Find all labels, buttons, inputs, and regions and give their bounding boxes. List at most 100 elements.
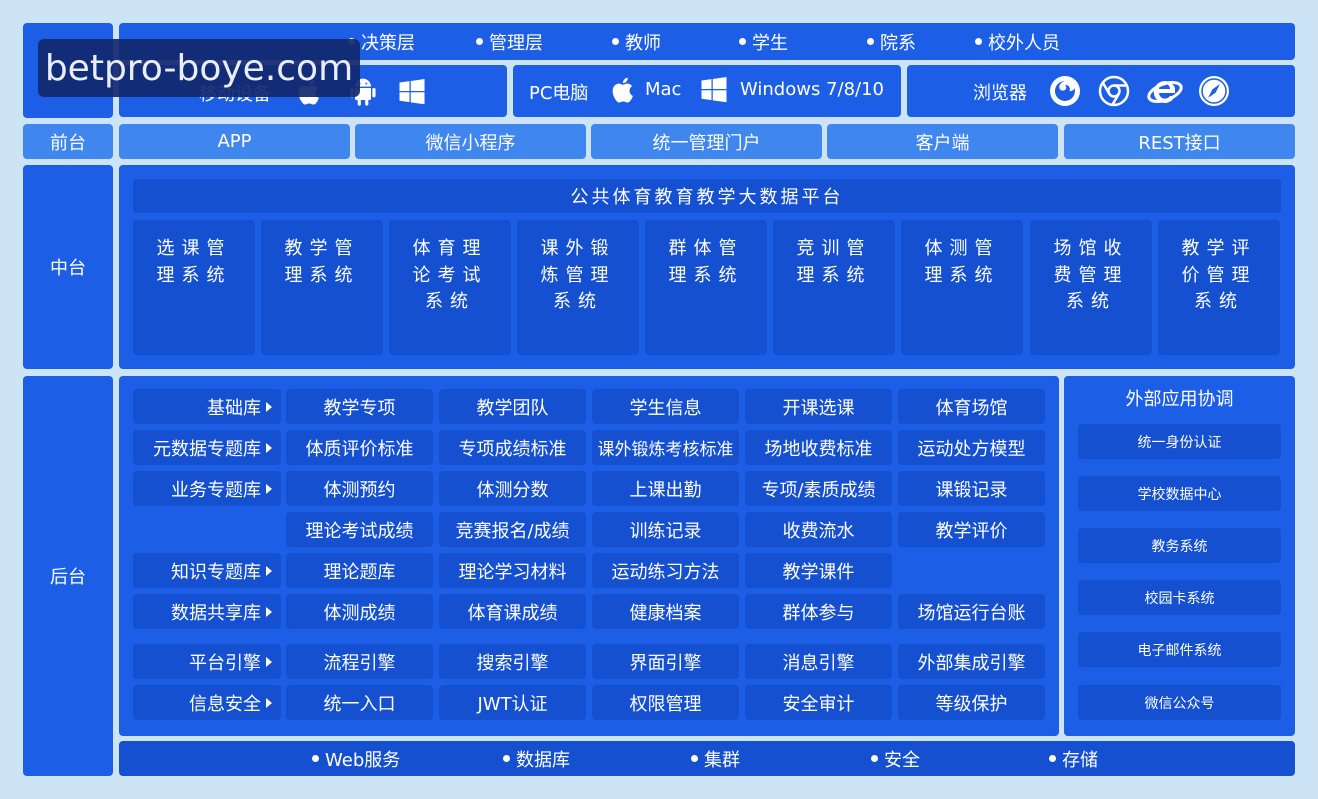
- data-cell[interactable]: 安全审计: [745, 685, 892, 720]
- watermark: betpro-boye.com: [38, 39, 360, 97]
- data-cell[interactable]: 收费流水: [745, 512, 892, 547]
- data-cell[interactable]: 理论学习材料: [439, 553, 586, 588]
- frontend-item-portal[interactable]: 统一管理门户: [591, 124, 822, 159]
- frontend-item-client[interactable]: 客户端: [827, 124, 1058, 159]
- external-app-item[interactable]: 校园卡系统: [1078, 580, 1281, 615]
- system-box[interactable]: 体育理论考试系统: [389, 220, 511, 355]
- system-label: 教学管理系统: [284, 238, 360, 286]
- infra-item: 数据库: [503, 741, 570, 776]
- data-cell[interactable]: 理论考试成绩: [286, 512, 433, 547]
- windows-label: Windows 7/8/10: [740, 79, 885, 100]
- system-box[interactable]: 体测管理系统: [901, 220, 1023, 355]
- data-cell[interactable]: 理论题库: [286, 553, 433, 588]
- role-item: 决策层: [348, 23, 415, 60]
- row-label-shared-library[interactable]: 数据共享库: [133, 594, 281, 629]
- data-cell[interactable]: 体测分数: [439, 471, 586, 506]
- system-label: 教学评价管理系统: [1181, 238, 1257, 312]
- data-cell[interactable]: 运动练习方法: [592, 553, 739, 588]
- external-app-item[interactable]: 教务系统: [1078, 528, 1281, 563]
- system-label: 场馆收费管理系统: [1053, 238, 1129, 312]
- data-cell[interactable]: 外部集成引擎: [898, 644, 1045, 679]
- role-item: 校外人员: [975, 23, 1060, 60]
- data-cell[interactable]: 健康档案: [592, 594, 739, 629]
- data-cell[interactable]: 体质评价标准: [286, 430, 433, 465]
- row-label-info-security[interactable]: 信息安全: [133, 685, 281, 720]
- data-cell[interactable]: 教学专项: [286, 389, 433, 424]
- data-cell[interactable]: 等级保护: [898, 685, 1045, 720]
- row-label-knowledge-library[interactable]: 知识专题库: [133, 553, 281, 588]
- middle-label-text: 中台: [50, 258, 86, 279]
- data-cell[interactable]: 教学团队: [439, 389, 586, 424]
- system-label: 竞训管理系统: [796, 238, 872, 286]
- frontend-label-text: 前台: [50, 132, 86, 154]
- data-cell[interactable]: 体测预约: [286, 471, 433, 506]
- browser-panel: 浏览器: [907, 65, 1295, 117]
- system-label: 体测管理系统: [924, 238, 1000, 286]
- frontend-item-wechat-miniprogram[interactable]: 微信小程序: [355, 124, 586, 159]
- data-cell[interactable]: 权限管理: [592, 685, 739, 720]
- infra-item: 集群: [691, 741, 740, 776]
- backend-label-text: 后台: [50, 567, 86, 588]
- frontend-label: 前台: [23, 124, 113, 159]
- pc-label: PC电脑: [529, 83, 589, 104]
- data-cell[interactable]: 体育课成绩: [439, 594, 586, 629]
- browser-label: 浏览器: [973, 83, 1027, 104]
- data-cell[interactable]: 专项成绩标准: [439, 430, 586, 465]
- data-cell[interactable]: 教学课件: [745, 553, 892, 588]
- infra-item: Web服务: [312, 741, 400, 776]
- system-box[interactable]: 教学评价管理系统: [1158, 220, 1280, 355]
- mac-label: Mac: [645, 79, 682, 100]
- system-label: 选课管理系统: [156, 238, 232, 286]
- row-label-basic-library[interactable]: 基础库: [133, 389, 281, 424]
- system-box[interactable]: 群体管理系统: [645, 220, 767, 355]
- data-cell[interactable]: 课外锻炼考核标准: [592, 430, 739, 465]
- data-cell[interactable]: 流程引擎: [286, 644, 433, 679]
- role-item: 学生: [739, 23, 788, 60]
- ie-icon: [1147, 80, 1183, 104]
- data-cell[interactable]: 群体参与: [745, 594, 892, 629]
- backend-label: 后台: [23, 376, 113, 776]
- data-cell[interactable]: 教学评价: [898, 512, 1045, 547]
- row-label-business-library[interactable]: 业务专题库: [133, 471, 281, 506]
- data-cell[interactable]: 体测成绩: [286, 594, 433, 629]
- system-box[interactable]: 课外锻炼管理系统: [517, 220, 639, 355]
- data-cell[interactable]: 专项/素质成绩: [745, 471, 892, 506]
- data-cell[interactable]: 训练记录: [592, 512, 739, 547]
- system-box[interactable]: 场馆收费管理系统: [1030, 220, 1152, 355]
- data-cell[interactable]: 统一入口: [286, 685, 433, 720]
- data-cell[interactable]: 场馆运行台账: [898, 594, 1045, 629]
- windows-icon: [399, 79, 425, 105]
- data-cell[interactable]: 消息引擎: [745, 644, 892, 679]
- infra-item: 安全: [871, 741, 920, 776]
- apple-icon: [612, 77, 633, 103]
- data-cell[interactable]: 运动处方模型: [898, 430, 1045, 465]
- row-label-metadata-library[interactable]: 元数据专题库: [133, 430, 281, 465]
- external-app-item[interactable]: 统一身份认证: [1078, 424, 1281, 459]
- middle-label: 中台: [23, 165, 113, 369]
- external-app-item[interactable]: 电子邮件系统: [1078, 632, 1281, 667]
- data-cell[interactable]: 搜索引擎: [439, 644, 586, 679]
- windows-icon: [701, 77, 727, 103]
- data-cell[interactable]: 体育场馆: [898, 389, 1045, 424]
- data-cell[interactable]: 竞赛报名/成绩: [439, 512, 586, 547]
- row-label-platform-engine[interactable]: 平台引擎: [133, 644, 281, 679]
- system-label: 体育理论考试系统: [412, 238, 488, 312]
- system-box[interactable]: 竞训管理系统: [773, 220, 895, 355]
- data-cell[interactable]: 课锻记录: [898, 471, 1045, 506]
- data-cell[interactable]: JWT认证: [439, 685, 586, 720]
- data-cell[interactable]: 界面引擎: [592, 644, 739, 679]
- external-apps-title: 外部应用协调: [1125, 389, 1234, 410]
- external-app-item[interactable]: 微信公众号: [1078, 685, 1281, 720]
- data-cell[interactable]: 上课出勤: [592, 471, 739, 506]
- system-box[interactable]: 教学管理系统: [261, 220, 383, 355]
- external-app-item[interactable]: 学校数据中心: [1078, 476, 1281, 511]
- frontend-item-rest[interactable]: REST接口: [1064, 124, 1295, 159]
- role-item: 教师: [612, 23, 661, 60]
- data-cell[interactable]: 场地收费标准: [745, 430, 892, 465]
- frontend-item-app[interactable]: APP: [119, 124, 350, 159]
- safari-icon: [1199, 76, 1229, 106]
- data-cell[interactable]: 开课选课: [745, 389, 892, 424]
- role-item: 管理层: [476, 23, 543, 60]
- system-box[interactable]: 选课管理系统: [133, 220, 255, 355]
- data-cell[interactable]: 学生信息: [592, 389, 739, 424]
